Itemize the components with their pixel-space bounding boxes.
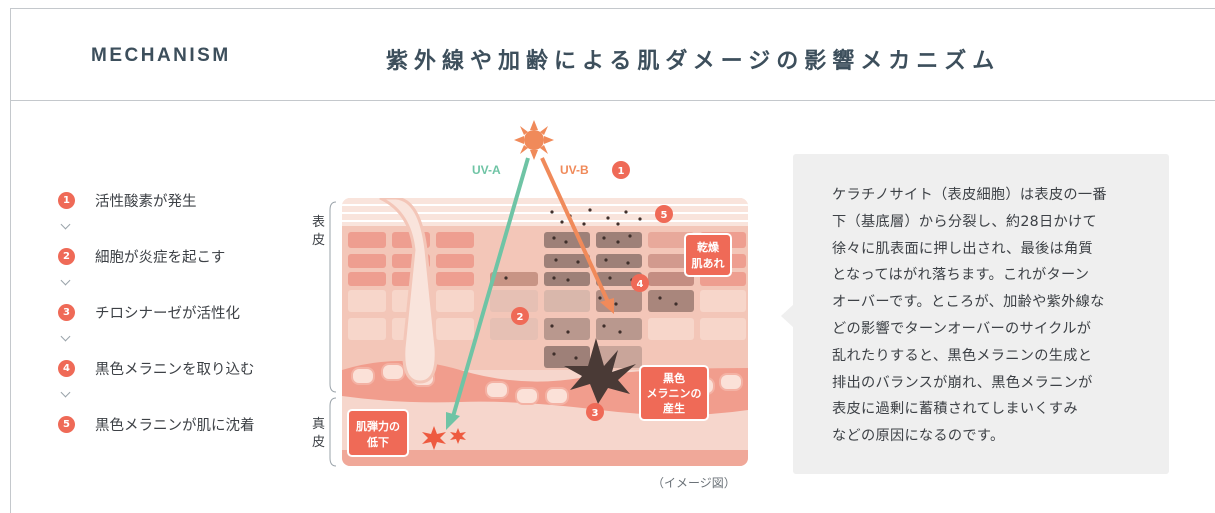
explanation-line: 乱れたりすると、黒色メラニンの生成と <box>832 347 1093 364</box>
list-item: 5 黒色メラニンが肌に沈着 <box>58 414 298 434</box>
chevron-down-icon <box>58 378 298 414</box>
marker-2: 2 <box>511 307 529 325</box>
list-item: 1 活性酸素が発生 <box>58 190 298 210</box>
step-label: チロシナーゼが活性化 <box>95 305 240 322</box>
chevron-down-icon <box>58 266 298 302</box>
svg-text:メラニンの: メラニンの <box>647 387 702 400</box>
damage-burst-icon <box>422 426 466 450</box>
epidermis-bracket <box>329 201 337 393</box>
svg-text:産生: 産生 <box>663 401 685 415</box>
panel-pointer <box>781 304 794 328</box>
marker-1: 1 <box>612 161 630 179</box>
svg-text:5: 5 <box>661 210 668 221</box>
svg-text:4: 4 <box>637 279 644 290</box>
explanation-line: どの影響でターンオーバーのサイクルが <box>832 320 1092 337</box>
sun-icon <box>514 120 554 160</box>
hair-follicle <box>379 198 438 384</box>
step-number: 3 <box>58 303 75 321</box>
svg-text:黒色: 黒色 <box>663 371 685 385</box>
marker-5: 5 <box>655 205 673 223</box>
step-label: 黒色メラニンが肌に沈着 <box>95 417 255 434</box>
header: MECHANISM 紫外線や加齢による肌ダメージの影響メカニズム <box>11 9 1215 101</box>
uvb-label: UV-B <box>560 163 589 177</box>
uvb-arrow <box>540 157 610 303</box>
explanation-line: などの原因になるのです。 <box>832 428 1005 445</box>
svg-text:1: 1 <box>618 166 625 177</box>
marker-4: 4 <box>631 274 649 292</box>
explanation-line: 徐々に肌表面に押し出され、最後は角質 <box>832 240 1093 257</box>
uvb-arrowhead <box>600 298 614 314</box>
elasticity-tag: 肌弾力の 低下 <box>347 409 409 457</box>
melanocyte <box>564 338 636 404</box>
epidermis-label-2: 皮 <box>312 233 325 248</box>
svg-text:肌あれ: 肌あれ <box>691 256 725 270</box>
explanation-line: 下（基底層）から分裂し、約28日かけて <box>832 213 1097 230</box>
svg-text:3: 3 <box>592 408 599 419</box>
explanation-text: ケラチノサイト（表皮細胞）は表皮の一番 下（基底層）から分裂し、約28日かけて … <box>832 182 1142 450</box>
chevron-down-icon <box>58 210 298 246</box>
explanation-line: となってはがれ落ちます。これがターン <box>832 267 1090 284</box>
step-label: 細胞が炎症を起こす <box>95 249 226 266</box>
uva-label: UV-A <box>472 163 501 177</box>
section-kicker: MECHANISM <box>91 45 231 66</box>
step-list: 1 活性酸素が発生 2 細胞が炎症を起こす 3 チロシナーゼが活性化 4 黒色メ… <box>58 190 298 434</box>
explanation-panel <box>793 154 1169 474</box>
epidermis-label-1: 表 <box>312 215 325 230</box>
melanin-production-tag: 黒色 メラニンの 産生 <box>639 365 709 421</box>
skin-diagram: 表 皮 真 皮 UV-A UV-B 1 5 4 2 3 乾燥 肌あれ 黒色 メラ… <box>300 120 760 490</box>
chevron-down-icon <box>58 322 298 358</box>
content-frame <box>10 8 1215 513</box>
step-number: 2 <box>58 247 75 265</box>
uva-arrowhead <box>446 412 460 430</box>
explanation-line: 排出のバランスが崩れ、黒色メラニンが <box>832 374 1093 391</box>
dermis-bracket <box>329 397 337 467</box>
marker-3: 3 <box>586 403 604 421</box>
explanation-line: オーバーです。ところが、加齢や紫外線な <box>832 294 1105 311</box>
svg-text:肌弾力の: 肌弾力の <box>355 419 400 433</box>
list-item: 3 チロシナーゼが活性化 <box>58 302 298 322</box>
dermis-label-2: 皮 <box>312 435 325 450</box>
explanation-line: 表皮に過剰に蓄積されてしまいくすみ <box>832 401 1078 418</box>
melanin-dots <box>504 208 678 360</box>
explanation-line: ケラチノサイト（表皮細胞）は表皮の一番 <box>832 187 1107 203</box>
image-caption: （イメージ図） <box>652 476 736 490</box>
dry-skin-tag: 乾燥 肌あれ <box>684 233 732 277</box>
skin-illustration: 表 皮 真 皮 UV-A UV-B 1 5 4 2 3 乾燥 肌あれ 黒色 メラ… <box>312 120 748 467</box>
step-number: 1 <box>58 191 75 209</box>
step-label: 黒色メラニンを取り込む <box>95 361 255 378</box>
step-label: 活性酸素が発生 <box>95 193 197 210</box>
list-item: 2 細胞が炎症を起こす <box>58 246 298 266</box>
svg-text:低下: 低下 <box>366 435 389 449</box>
step-number: 5 <box>58 415 75 433</box>
svg-text:乾燥: 乾燥 <box>697 240 720 254</box>
step-number: 4 <box>58 359 75 377</box>
list-item: 4 黒色メラニンを取り込む <box>58 358 298 378</box>
page-title: 紫外線や加齢による肌ダメージの影響メカニズム <box>386 49 1001 74</box>
uva-arrow <box>450 157 530 421</box>
dermis-bottom <box>342 450 748 466</box>
dermis-label-1: 真 <box>312 417 325 432</box>
svg-text:2: 2 <box>517 312 524 323</box>
